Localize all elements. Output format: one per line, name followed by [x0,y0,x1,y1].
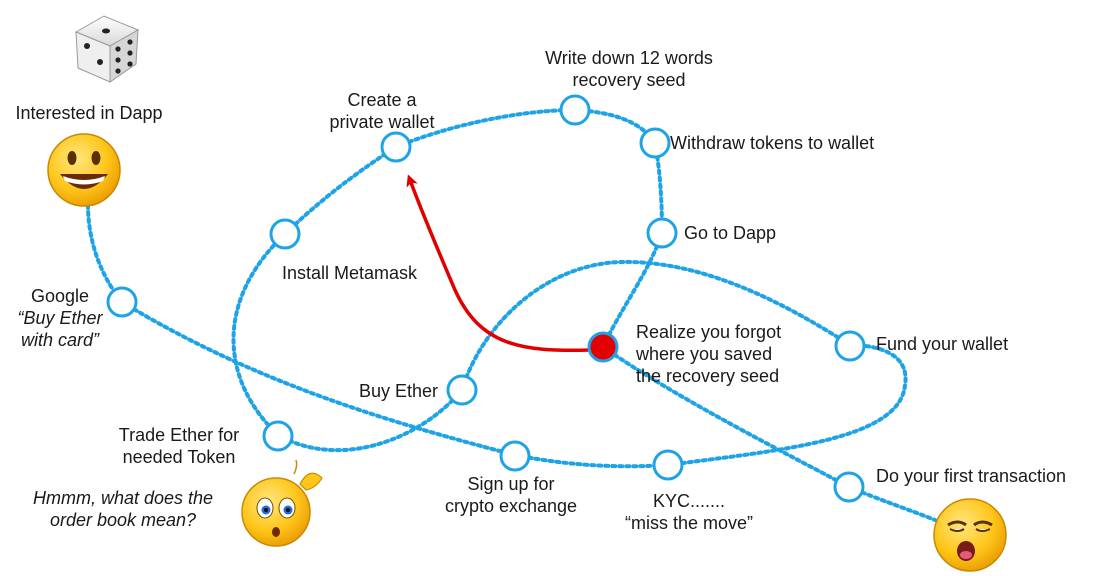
label-create-wallet-line2: private wallet [329,112,435,132]
label-realize-forgot: Realize you forgot where you saved the r… [636,321,781,387]
node-realize-forgot [587,331,619,363]
label-trade-line2: needed Token [122,447,236,467]
label-signup-line2: crypto exchange [444,496,578,516]
exhausted-emoji-icon [933,498,1007,572]
label-signup: Sign up for crypto exchange [426,473,596,517]
label-go-dapp: Go to Dapp [684,223,777,243]
label-hmmm-line2: order book mean? [49,510,197,530]
label-write-seed-line2: recovery seed [572,70,686,90]
path-segment [283,145,398,236]
label-hmmm-line1: Hmmm, what does the [32,488,214,508]
label-interested: Interested in Dapp [15,103,163,123]
confused-emoji-icon [241,459,323,547]
label-kyc-line1: KYC....... [652,491,726,511]
label-install-metamask: Install Metamask [282,263,418,283]
label-create-wallet-line1: Create a [347,90,417,110]
label-google: Google “Buy Ether with card” [8,285,112,351]
node-write-seed [559,94,591,126]
label-kyc-line2: “miss the move” [624,513,754,533]
label-fund-wallet: Fund your wallet [876,334,1009,354]
path-segment [231,232,287,437]
label-write-seed-line1: Write down 12 words [545,48,713,68]
path-segment [601,345,851,489]
label-withdraw: Withdraw tokens to wallet [670,133,875,153]
path-segment [276,388,464,452]
label-create-wallet: Create a private wallet [312,89,452,133]
node-go-dapp [646,217,678,249]
path-segment [666,343,908,467]
label-google-line2: “Buy Ether [17,308,103,328]
node-buy-ether [446,374,478,406]
path-segment [120,300,517,457]
label-google-line3: with card” [20,330,100,350]
grinning-emoji-icon [47,133,121,207]
label-buy-ether: Buy Ether [358,381,438,401]
node-create-wallet [380,131,412,163]
node-withdraw [639,127,671,159]
label-signup-line1: Sign up for [467,474,555,494]
node-first-transaction [833,471,865,503]
label-google-line1: Google [30,286,90,306]
label-realize-line3: the recovery seed [636,366,780,386]
label-hmmm: Hmmm, what does the order book mean? [12,487,234,531]
node-google [106,286,138,318]
node-trade-ether [262,420,294,452]
label-trade-ether: Trade Ether for needed Token [104,424,254,468]
label-realize-line2: where you saved [636,344,773,364]
label-trade-line1: Trade Ether for [118,425,240,445]
path-segment [513,453,670,469]
label-write-seed: Write down 12 words recovery seed [524,47,734,91]
journey-nodes [106,94,866,503]
node-signup [499,440,531,472]
dice-icon [74,15,140,83]
node-kyc [652,449,684,481]
label-kyc: KYC....... “miss the move” [604,490,774,534]
node-install-metamask [269,218,301,250]
label-realize-line1: Realize you forgot [636,322,782,342]
node-fund-wallet [834,330,866,362]
label-first-transaction: Do your first transaction [876,466,1067,486]
path-segment [394,108,577,149]
return-arrow [406,174,591,353]
